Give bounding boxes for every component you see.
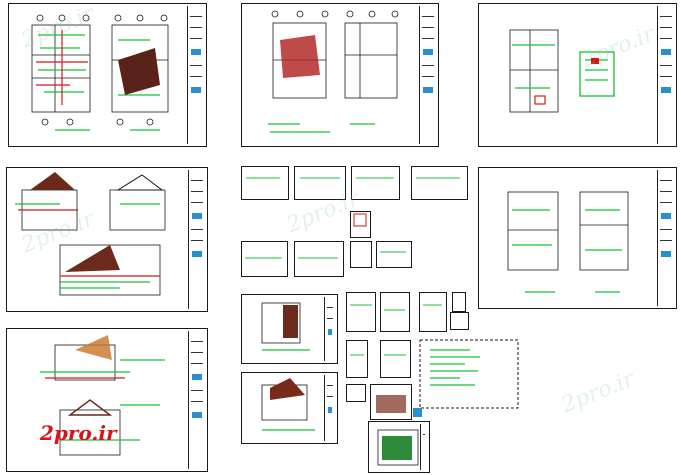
- thumb-sheet-15[interactable]: [346, 340, 368, 378]
- thumb-sheet-14[interactable]: [450, 312, 469, 330]
- drawing-sheet-8[interactable]: [241, 372, 338, 444]
- title-block: [187, 6, 204, 144]
- roof-section-hatch: [75, 335, 112, 360]
- thumb-sheet-13[interactable]: [452, 292, 466, 312]
- roof-plan-fill: [118, 48, 160, 95]
- thumb-sheet-11[interactable]: [380, 292, 410, 332]
- hatched-floor-area: [280, 35, 320, 78]
- thumb-sheet-2[interactable]: [294, 166, 346, 200]
- title-block: [324, 375, 335, 441]
- thumb-sheet-9[interactable]: [376, 241, 412, 268]
- brand-logo: 2pro.ir: [40, 421, 117, 445]
- thumb-sheet-6[interactable]: [241, 241, 288, 277]
- drawing-sheet-5[interactable]: [478, 167, 677, 309]
- drawing-sheet-2[interactable]: [241, 3, 439, 147]
- drawing-sheet-1[interactable]: [8, 3, 207, 147]
- thumb-sheet-7[interactable]: [294, 241, 344, 277]
- title-block: [657, 170, 674, 306]
- blue-marker-square: [413, 408, 422, 417]
- thumb-sheet-3[interactable]: [351, 166, 400, 200]
- thumb-sheet-10[interactable]: [346, 292, 376, 332]
- gable-roof: [116, 174, 164, 191]
- pitched-roof-section: [65, 245, 120, 272]
- thumb-sheet-8[interactable]: [350, 241, 372, 268]
- drawing-sheet-3[interactable]: [478, 3, 677, 147]
- thumb-sheet-16[interactable]: [380, 340, 411, 378]
- thumb-sheet-1[interactable]: [241, 166, 289, 200]
- thumb-sheet-17[interactable]: [346, 384, 366, 402]
- title-block: [324, 297, 335, 361]
- thumb-sheet-4[interactable]: [411, 166, 468, 200]
- title-block: [420, 424, 427, 470]
- title-block: [657, 6, 674, 144]
- title-block: [188, 170, 205, 309]
- title-block: [419, 6, 436, 144]
- thumb-sheet-12[interactable]: [419, 292, 447, 332]
- title-block: [188, 331, 205, 469]
- notes-dashed-frame: [419, 339, 519, 409]
- gable-roof: [30, 172, 75, 190]
- roof-section: [67, 399, 113, 416]
